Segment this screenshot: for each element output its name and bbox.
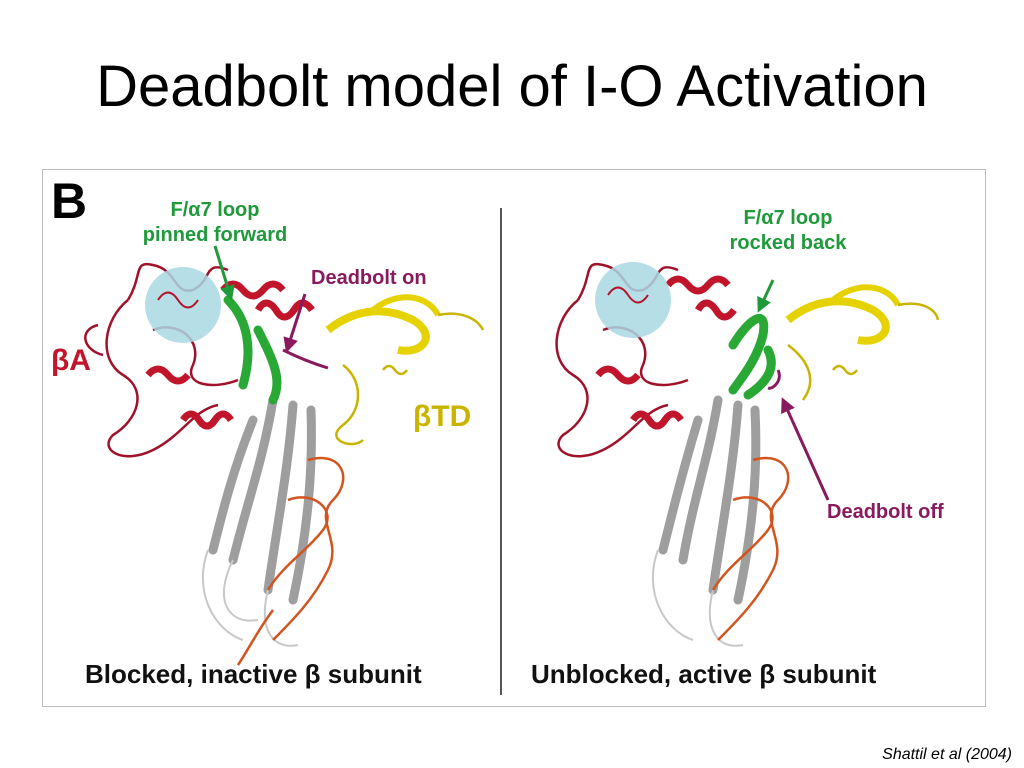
- left-loop-label-line2: pinned forward: [142, 224, 288, 246]
- left-structure: [84, 262, 485, 666]
- beta-td-label: βTD: [413, 400, 472, 433]
- left-loop-arrow: [213, 245, 235, 301]
- right-caption: Unblocked, active β subunit: [531, 659, 877, 689]
- structure-drawing: [84, 208, 940, 695]
- panel-letter: B: [51, 173, 88, 229]
- left-beta-td-domain: [325, 294, 485, 446]
- right-psi-domain: [711, 456, 790, 641]
- right-deadbolt-arrow: [781, 397, 830, 501]
- right-loop-label: F/α7 loop rocked back: [703, 206, 873, 256]
- left-loop-label: F/α7 loop pinned forward: [125, 198, 305, 248]
- right-hybrid-domain: [658, 395, 761, 605]
- right-deadbolt: [767, 369, 781, 390]
- left-deadbolt-arrow: [283, 293, 307, 353]
- slide-title: Deadbolt model of I-O Activation: [96, 54, 928, 119]
- beta-a-label: βA: [51, 344, 91, 377]
- right-loop-label-line1: F/α7 loop: [743, 207, 833, 229]
- left-loop-label-line1: F/α7 loop: [170, 199, 260, 221]
- left-psi-domain: [236, 456, 345, 666]
- structure-figure: B F/α7 loop pinned forward Deadbolt on β…: [42, 169, 986, 707]
- right-beta-a-helices: [595, 275, 737, 430]
- left-deadbolt: [282, 348, 329, 370]
- left-hybrid-domain: [208, 395, 316, 605]
- right-deadbolt-label: Deadbolt off: [827, 501, 944, 523]
- right-structure: [555, 262, 940, 647]
- right-loop-arrow: [757, 279, 775, 313]
- right-loop: [728, 314, 776, 400]
- left-caption: Blocked, inactive β subunit: [85, 659, 422, 689]
- right-beta-td-domain: [785, 284, 940, 401]
- left-deadbolt-label: Deadbolt on: [311, 267, 427, 289]
- left-loop: [223, 295, 282, 405]
- right-loop-label-line2: rocked back: [729, 232, 847, 254]
- citation: Shattil et al (2004): [882, 746, 1012, 763]
